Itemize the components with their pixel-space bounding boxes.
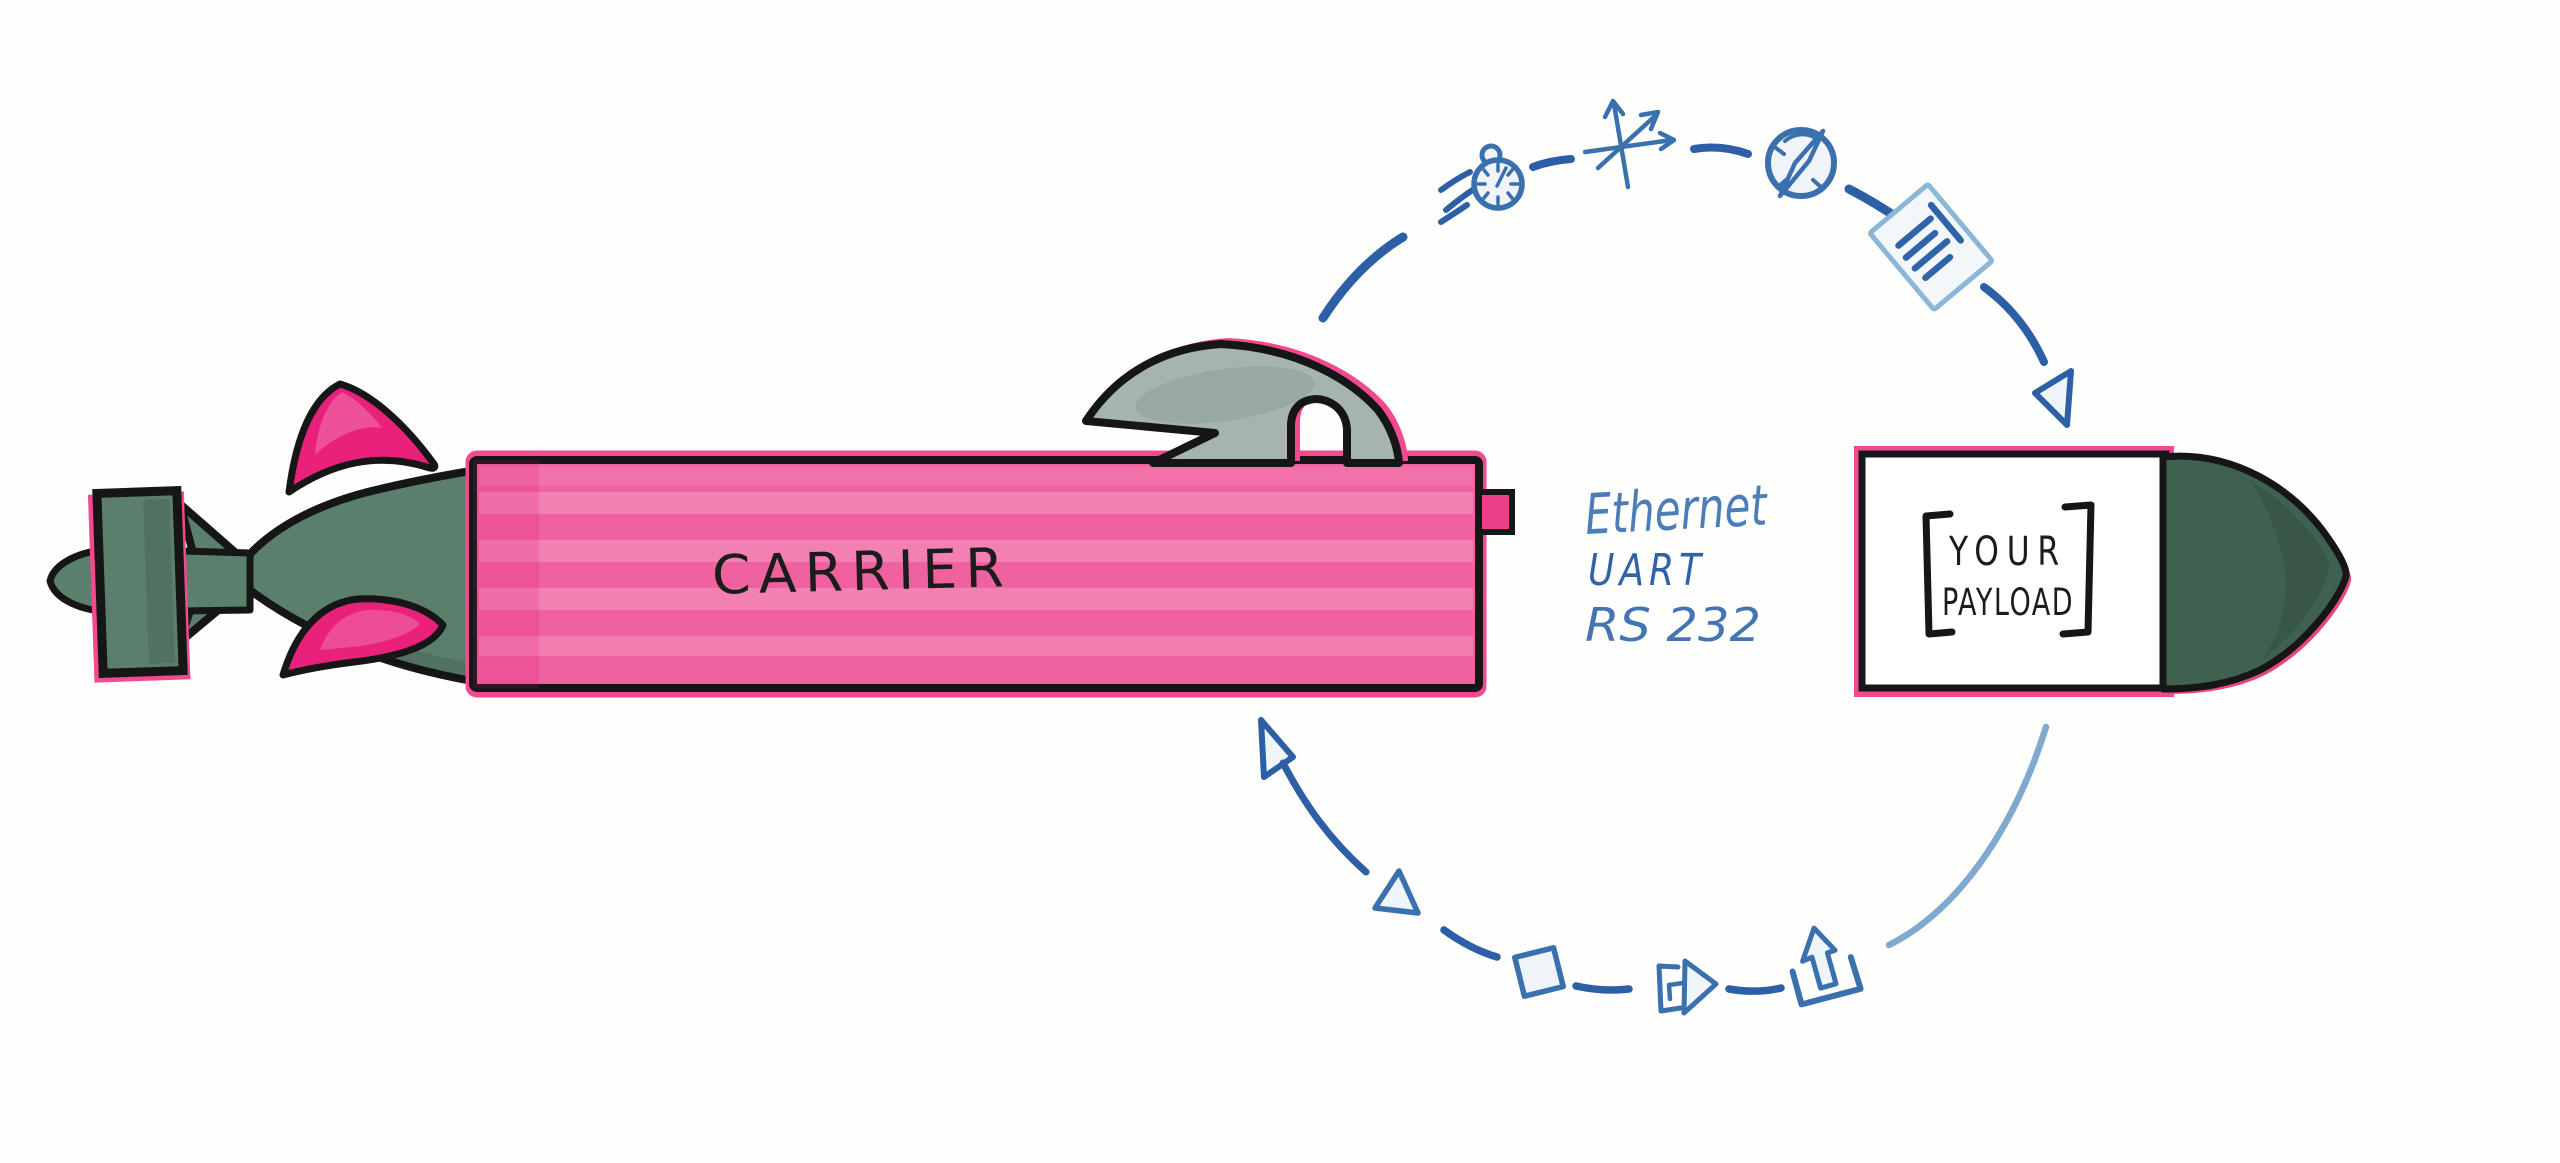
bottom-command-arc — [1258, 717, 2050, 1016]
stopwatch-icon — [1438, 143, 1525, 225]
connector-tab — [1476, 489, 1515, 535]
duct-ring-shade — [143, 498, 175, 664]
payload-label-line2: PAYLOAD — [1942, 581, 2074, 624]
interface-label-rs232: RS 232 — [1585, 598, 1761, 652]
axes-icon — [1582, 98, 1677, 190]
compass-icon — [1765, 127, 1837, 199]
payload-label-line1: YOUR — [1948, 529, 2067, 575]
payload-bay — [1858, 450, 2170, 692]
carrier-hull — [469, 456, 1483, 692]
arc-dash — [1572, 982, 1633, 994]
triangle-icon — [1372, 868, 1421, 916]
ventral-fin-highlight — [320, 609, 420, 650]
arc-dash — [1725, 984, 1785, 995]
nose-cone-shade — [2250, 480, 2330, 660]
export-arrow-icon — [1656, 958, 1719, 1016]
mast-smudge — [1135, 366, 1315, 424]
hull-stripes — [473, 460, 1473, 688]
arc-dash — [1980, 283, 2048, 366]
payload-module: YOUR PAYLOAD — [1854, 446, 2352, 697]
arc-dash — [1318, 232, 1408, 323]
interface-labels: Ethernet UART RS 232 — [1583, 473, 1770, 652]
arrowhead-icon — [2032, 368, 2074, 428]
bracket-right — [2059, 501, 2095, 638]
carrier-label: CARRIER — [711, 536, 1013, 607]
carrier-vehicle: CARRIER — [46, 337, 1515, 698]
tail-duct-ring — [92, 486, 188, 678]
bracket-left — [1922, 510, 1956, 638]
square-icon — [1512, 945, 1566, 999]
interface-label-ethernet: Ethernet — [1583, 473, 1770, 548]
dorsal-fin-highlight — [315, 392, 382, 455]
antenna-mast — [1082, 340, 1403, 467]
interface-label-uart: UART — [1588, 545, 1706, 596]
arrowhead-icon — [1258, 717, 1296, 780]
arc-dash — [1279, 759, 1370, 876]
upload-icon — [1789, 925, 1864, 1008]
nose-cone — [2159, 452, 2350, 693]
arc-dash — [1529, 155, 1575, 171]
arc-dash — [1690, 143, 1752, 158]
arc-return-curve — [1885, 723, 2050, 949]
arc-dash — [1440, 926, 1501, 961]
document-icon — [1868, 182, 1994, 312]
top-data-arc — [1318, 98, 2074, 428]
ventral-fin — [279, 595, 447, 679]
dorsal-fin — [285, 380, 439, 496]
